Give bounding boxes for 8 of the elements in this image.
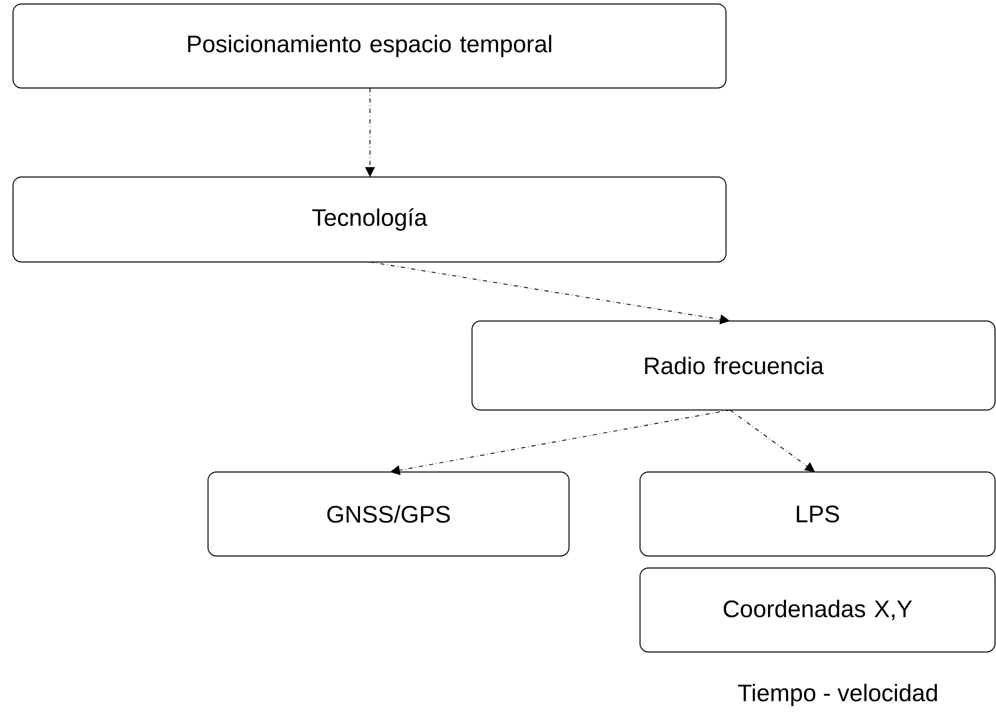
process-box: LPS [640,472,996,556]
process-box: Radio frecuencia [472,320,996,410]
process-box: Posicionamiento espacio temporal [12,4,727,88]
process-box: Coordenadas X,Y [640,568,996,652]
process-box: GNSS/GPS [208,472,570,556]
arrow [730,410,815,472]
note-text: Tiempo - velocidad [738,684,937,706]
process-box: Tecnología [12,176,727,262]
